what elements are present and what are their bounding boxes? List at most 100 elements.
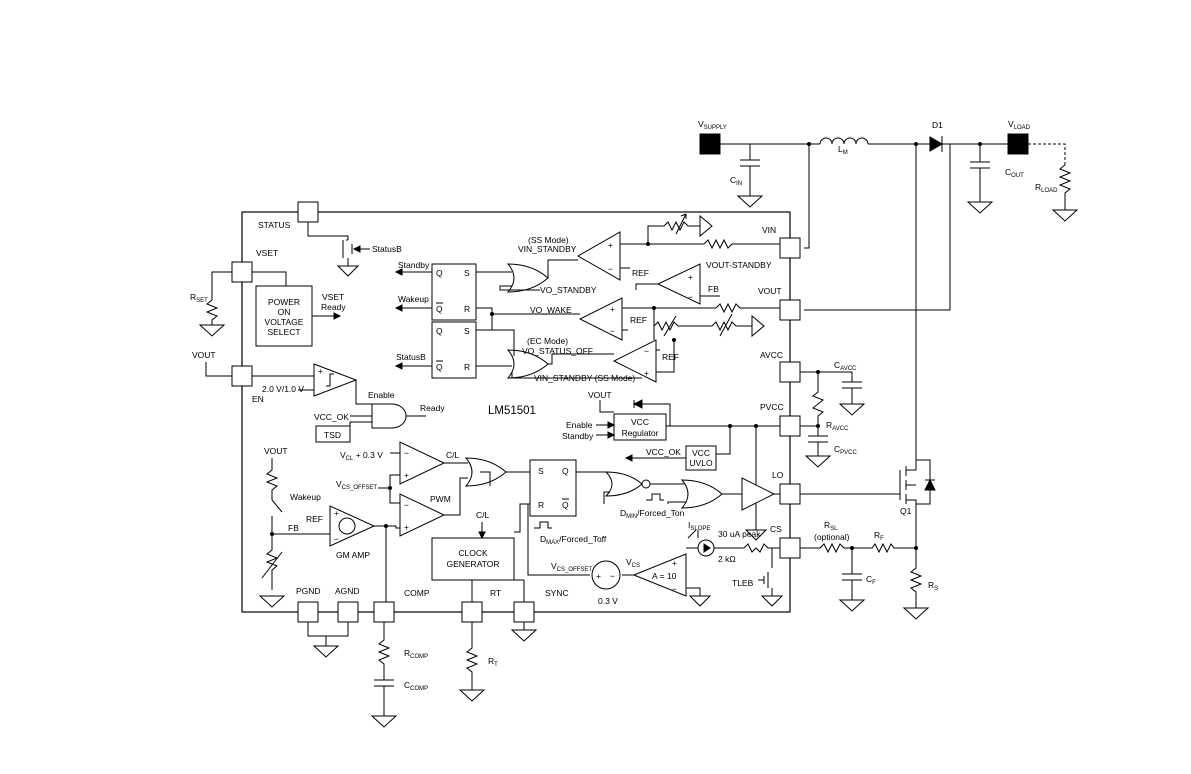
pgnd-pin-label: PGND <box>296 586 321 596</box>
ground-icon <box>458 689 486 702</box>
status-pin <box>297 201 319 223</box>
vsupply-terminal <box>699 133 721 155</box>
vset-pin-label: VSET <box>256 248 278 258</box>
vcs-offset-label: VCS_OFFSET <box>336 479 377 491</box>
cf-label: CF <box>866 574 876 586</box>
svg-text:REF: REF <box>662 352 679 362</box>
rt-pin-label: RT <box>490 588 501 598</box>
svg-text:−: − <box>404 500 409 510</box>
clock-generator-block <box>431 537 515 581</box>
svg-text:30 uA peak: 30 uA peak <box>718 529 761 539</box>
gate-driver <box>741 477 776 511</box>
ground-icon <box>1051 209 1079 222</box>
svg-text:Q: Q <box>436 326 443 336</box>
avcc-pin <box>779 361 801 383</box>
lm-label: LM <box>838 144 848 156</box>
svg-text:Q: Q <box>562 466 569 476</box>
vout-pin <box>779 299 801 321</box>
svg-text:VOUT: VOUT <box>588 390 612 400</box>
svg-text:VCC_OK: VCC_OK <box>646 447 681 457</box>
status-pin-label: STATUS <box>258 220 291 230</box>
rload-label: RLOAD <box>1035 182 1058 194</box>
agnd-pin <box>337 601 359 623</box>
svg-text:S: S <box>464 268 470 278</box>
svg-text:Ready: Ready <box>420 403 445 413</box>
svg-text:UVLO: UVLO <box>689 458 713 468</box>
rset-resistor <box>205 299 219 325</box>
sync-pin <box>513 601 535 623</box>
svg-text:(optional): (optional) <box>814 532 850 542</box>
svg-text:VCC_OK: VCC_OK <box>314 412 349 422</box>
svg-text:+: + <box>688 272 693 282</box>
ravcc-label: RAVCC <box>826 420 849 432</box>
q1-label: Q1 <box>900 506 912 516</box>
svg-text:FB: FB <box>708 284 719 294</box>
agnd-pin-label: AGND <box>335 586 360 596</box>
svg-text:Q: Q <box>436 362 443 372</box>
svg-text:Enable: Enable <box>368 390 395 400</box>
svg-text:REF: REF <box>630 315 647 325</box>
pgnd-pin <box>297 601 319 623</box>
cavcc-label: CAVCC <box>834 360 857 372</box>
svg-text:(EC Mode): (EC Mode) <box>527 336 568 346</box>
vcs-offset-label-2: VCS_OFFSET <box>551 561 592 573</box>
svg-text:VO_WAKE: VO_WAKE <box>530 305 572 315</box>
svg-text:S: S <box>464 326 470 336</box>
ground-icon <box>370 715 398 728</box>
rload-resistor <box>1058 164 1072 210</box>
rcomp-label: RCOMP <box>404 648 428 660</box>
rs-resistor <box>909 548 923 608</box>
svg-text:CLOCK: CLOCK <box>458 548 488 558</box>
svg-text:Q: Q <box>436 268 443 278</box>
ground-icon <box>198 324 226 337</box>
svg-text:TLEB: TLEB <box>732 578 754 588</box>
svg-text:StatusB: StatusB <box>396 352 426 362</box>
svg-text:Q: Q <box>436 304 443 314</box>
svg-text:VOUT-STANDBY: VOUT-STANDBY <box>706 260 772 270</box>
vsupply-label: VSUPPLY <box>698 119 727 131</box>
power-on-voltage-select-block <box>255 285 313 347</box>
svg-text:REF: REF <box>306 514 323 524</box>
svg-text:S: S <box>538 466 544 476</box>
ground-icon <box>736 195 764 208</box>
svg-text:−: − <box>644 346 649 356</box>
lo-pin-label: LO <box>772 470 784 480</box>
output-or-gate <box>680 479 723 509</box>
dmin-nor-gate <box>604 471 643 497</box>
svg-text:+: + <box>608 240 613 250</box>
svg-text:0.3 V: 0.3 V <box>598 596 618 606</box>
svg-text:+: + <box>404 470 409 480</box>
vcs-label: VCS <box>626 557 640 569</box>
lo-pin <box>779 483 801 505</box>
svg-text:+: + <box>334 508 339 518</box>
svg-text:GM AMP: GM AMP <box>336 550 370 560</box>
svg-text:POWER: POWER <box>268 297 300 307</box>
svg-text:A = 10: A = 10 <box>652 571 677 581</box>
vcc-uvlo-block <box>685 445 717 471</box>
ground-icon <box>312 645 340 658</box>
d1-label: D1 <box>932 120 943 130</box>
svg-text:Regulator: Regulator <box>622 428 659 438</box>
svg-text:−: − <box>608 264 613 274</box>
svg-text:REF: REF <box>632 268 649 278</box>
svg-text:FB: FB <box>288 523 299 533</box>
svg-text:+: + <box>596 571 601 581</box>
svg-text:Q: Q <box>562 500 569 510</box>
ground-icon <box>902 607 930 620</box>
svg-text:R: R <box>538 500 544 510</box>
vout-standby-comparator <box>656 263 701 305</box>
vin-pin-label: VIN <box>762 225 776 235</box>
svg-text:VOUT: VOUT <box>264 446 288 456</box>
rsl-label: RSL <box>824 520 838 532</box>
svg-text:Wakeup: Wakeup <box>290 492 321 502</box>
svg-text:VO_STANDBY: VO_STANDBY <box>540 285 597 295</box>
svg-text:−: − <box>672 584 677 594</box>
en-threshold-label: 2.0 V/1.0 V <box>262 384 304 394</box>
ground-icon <box>838 599 866 612</box>
svg-text:VO_STATUS_OFF: VO_STATUS_OFF <box>522 346 593 356</box>
inductor-lm <box>819 137 930 145</box>
vset-pin <box>231 261 253 283</box>
svg-text:VCC: VCC <box>631 417 649 427</box>
vcc-regulator-block <box>613 413 667 441</box>
standby-or-gate <box>506 263 549 293</box>
